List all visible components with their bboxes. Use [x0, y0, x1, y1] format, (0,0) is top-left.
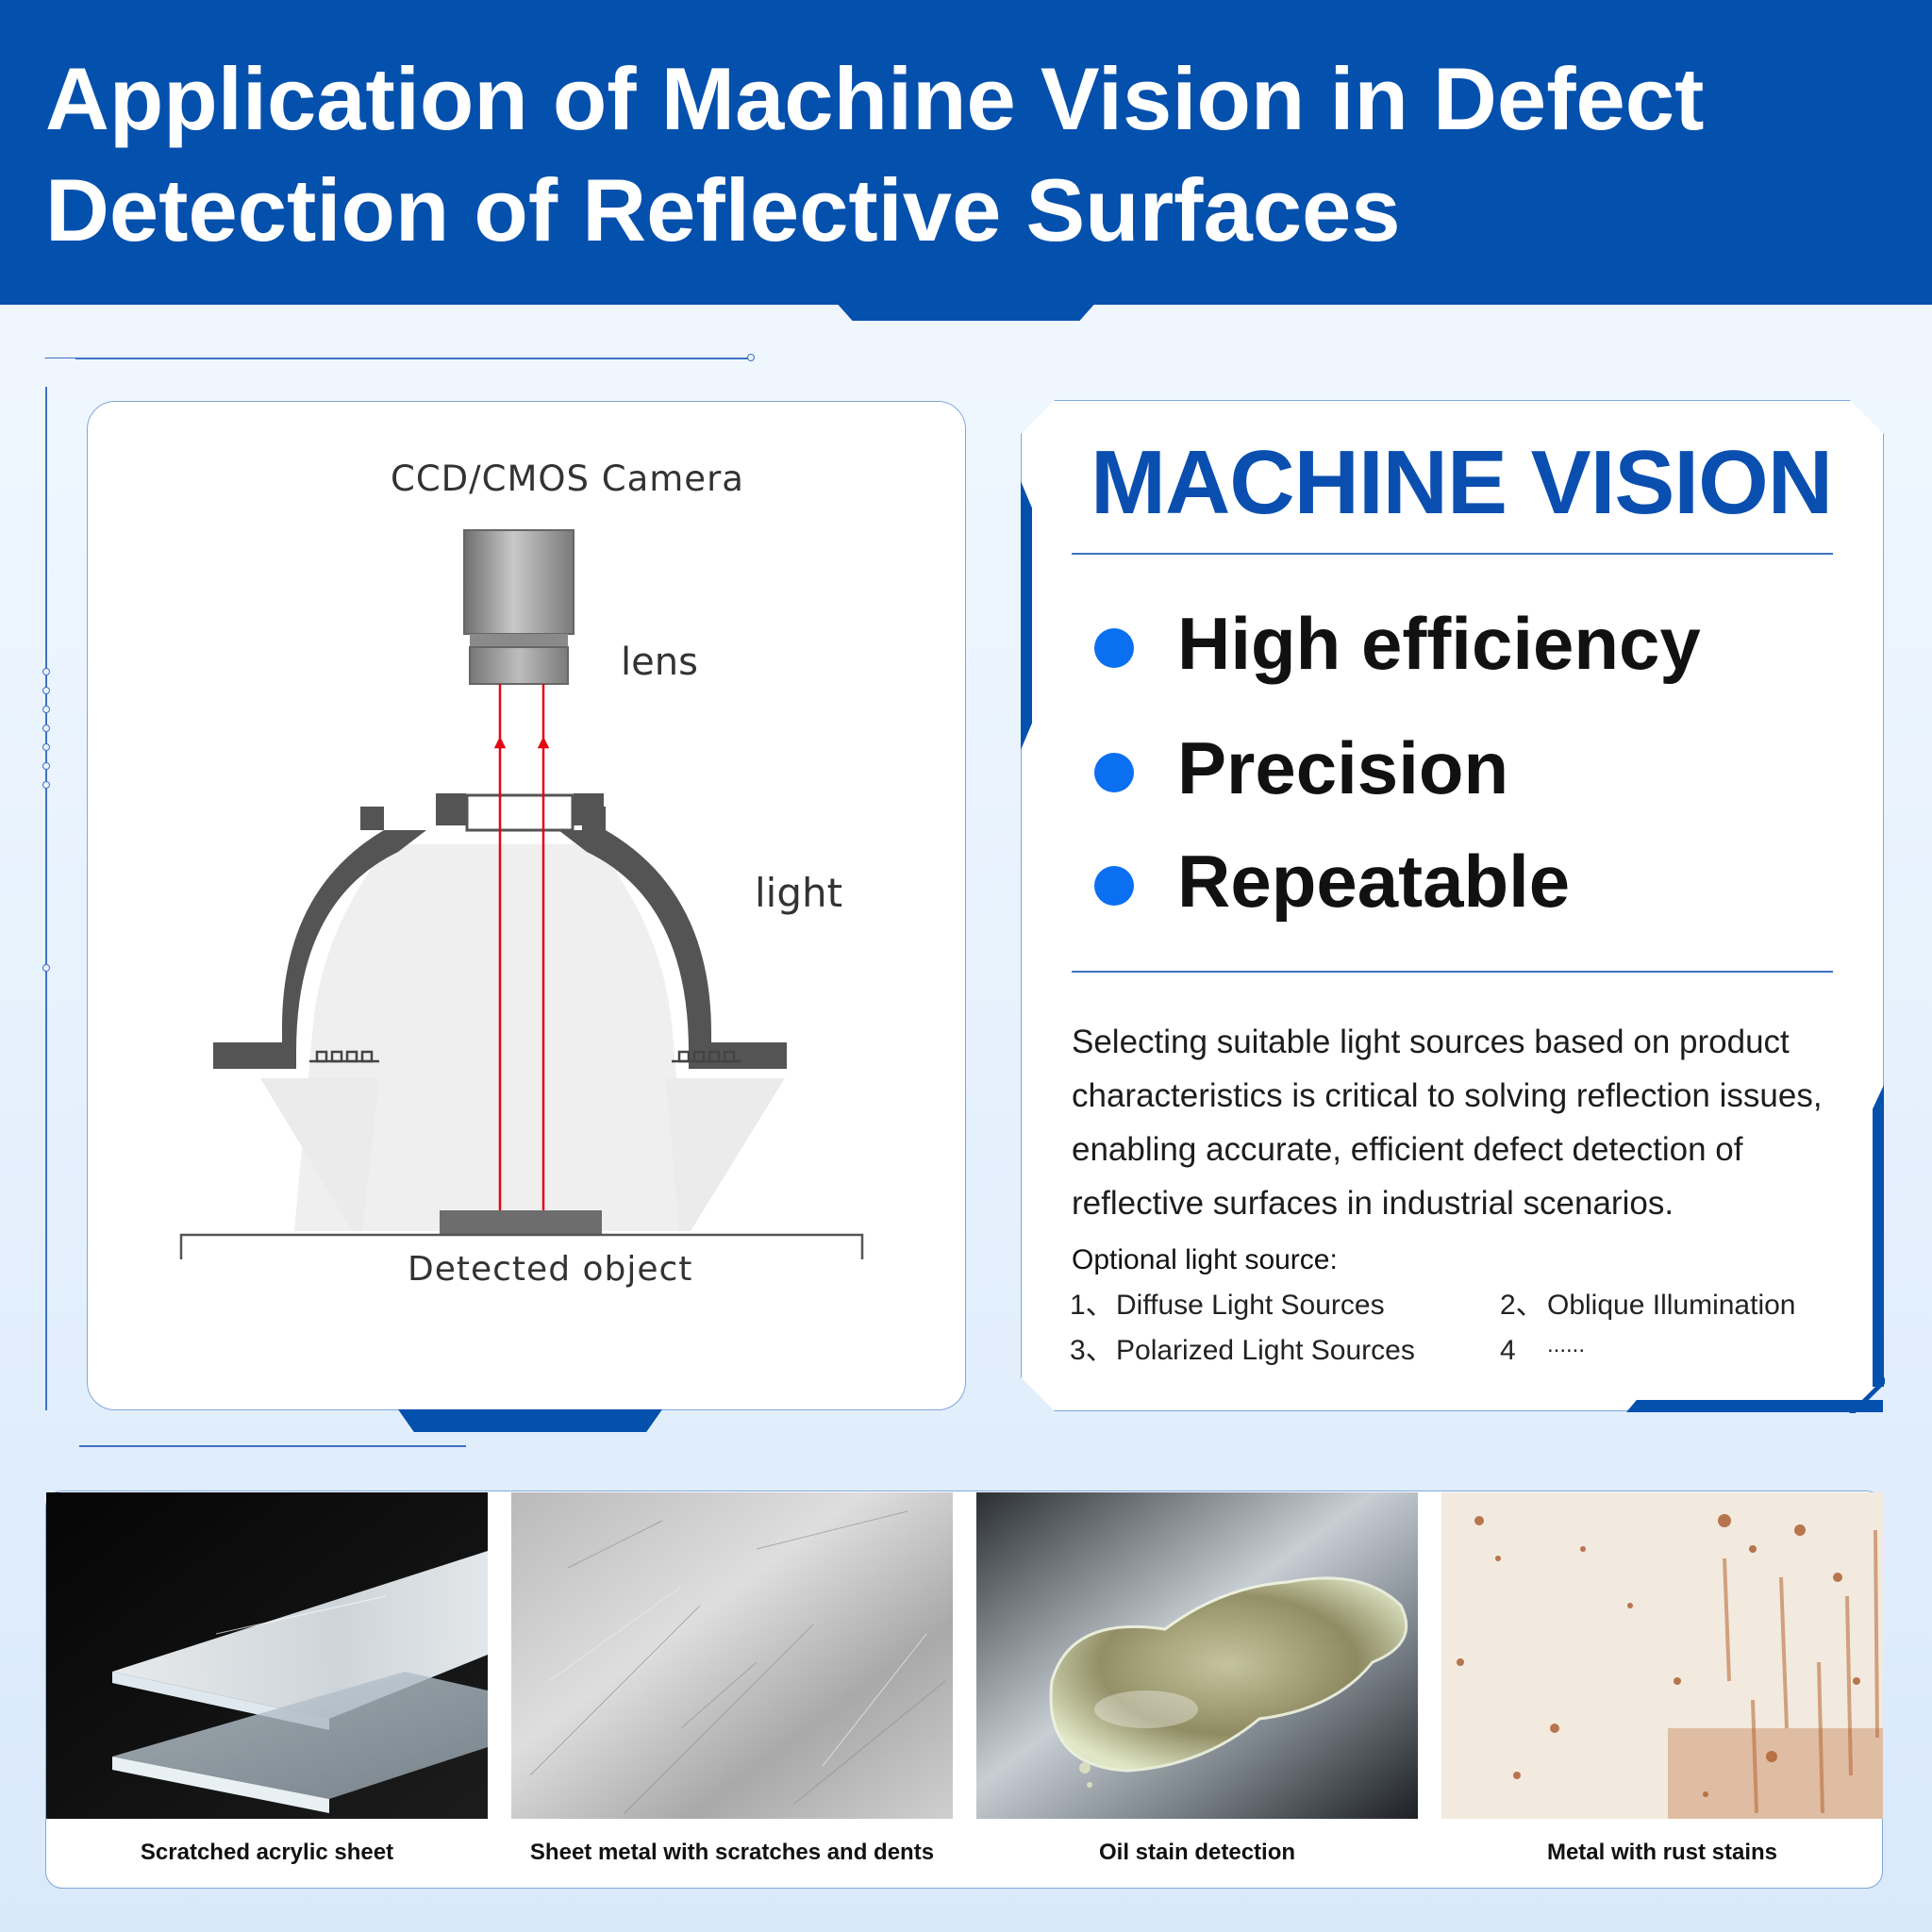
header-notch — [834, 300, 1098, 321]
sample-image-sheet-metal — [511, 1492, 953, 1819]
caption-acrylic: Scratched acrylic sheet — [140, 1840, 394, 1865]
option-diffuse: Diffuse Light Sources — [1116, 1290, 1385, 1321]
led-strip-right — [672, 1050, 741, 1063]
header-banner — [0, 0, 1932, 305]
frame-line-end-dot — [747, 354, 755, 361]
frame-corner — [12, 358, 77, 391]
option-num: 3、 — [1070, 1335, 1114, 1366]
divider-bottom — [1072, 971, 1833, 973]
card-accent-right — [1873, 1085, 1884, 1387]
page-title-line-2: Detection of Reflective Surfaces — [45, 160, 1401, 259]
led-strip-left — [309, 1050, 379, 1063]
page-title: Application of Machine Vision in Defect … — [45, 43, 1894, 266]
divider-top — [1072, 553, 1833, 555]
feature-text: Precision — [1177, 726, 1509, 809]
object-label: Detected object — [408, 1250, 693, 1289]
light-beam-right — [666, 1078, 785, 1231]
lens-label: lens — [621, 641, 698, 684]
frame-line-top — [75, 358, 751, 359]
lens — [469, 646, 569, 685]
caption-sheet-metal: Sheet metal with scratches and dents — [529, 1840, 935, 1865]
frame-line-left — [45, 387, 47, 1410]
card-accent-left — [1021, 481, 1032, 750]
sample-image-acrylic — [46, 1492, 488, 1819]
dome-top-window — [465, 793, 575, 832]
machine-vision-card — [1021, 400, 1884, 1411]
dome-collar-right — [574, 793, 604, 825]
dome-collar-left — [436, 793, 466, 825]
camera-label: CCD/CMOS Camera — [391, 458, 744, 499]
light-cone — [294, 844, 691, 1231]
feature-precision: Precision — [1094, 721, 1868, 815]
option-oblique: Oblique Illumination — [1547, 1290, 1796, 1321]
camera-body — [463, 529, 575, 635]
feature-high-efficiency: High efficiency — [1094, 596, 1868, 691]
feature-text: Repeatable — [1177, 840, 1571, 923]
bullet-dot — [1094, 866, 1134, 906]
feature-repeatable: Repeatable — [1094, 834, 1868, 928]
option-num: 2、 — [1500, 1290, 1544, 1321]
light-beam-left — [260, 1078, 379, 1231]
caption-rust: Metal with rust stains — [1546, 1840, 1778, 1865]
machine-vision-title: MACHINE VISION — [1091, 432, 1833, 533]
option-polarized: Polarized Light Sources — [1116, 1335, 1415, 1366]
description-text: Selecting suitable light sources based o… — [1072, 1024, 1823, 1222]
detected-object — [440, 1210, 602, 1235]
option-more: ...... — [1547, 1332, 1586, 1357]
feature-text: High efficiency — [1177, 602, 1701, 685]
bullet-dot — [1094, 753, 1134, 792]
page-title-line-1: Application of Machine Vision in Defect — [45, 49, 1705, 148]
sample-image-rust — [1441, 1492, 1883, 1819]
option-num: 4 — [1500, 1335, 1516, 1366]
frame-line-bottom — [79, 1445, 466, 1447]
vision-setup-diagram — [179, 529, 864, 1259]
dome-light-housing — [213, 807, 787, 1069]
bullet-dot — [1094, 628, 1134, 668]
inspection-platform — [179, 1233, 864, 1259]
diagram-card-tab — [398, 1409, 662, 1432]
optional-light-label: Optional light source: — [1072, 1244, 1338, 1275]
light-label: light — [755, 870, 843, 916]
camera-ring — [470, 634, 568, 647]
sample-image-oil-stain — [976, 1492, 1418, 1819]
caption-oil-stain: Oil stain detection — [1098, 1840, 1296, 1865]
option-num: 1、 — [1070, 1290, 1114, 1321]
card-accent-bottom — [1626, 1400, 1883, 1412]
